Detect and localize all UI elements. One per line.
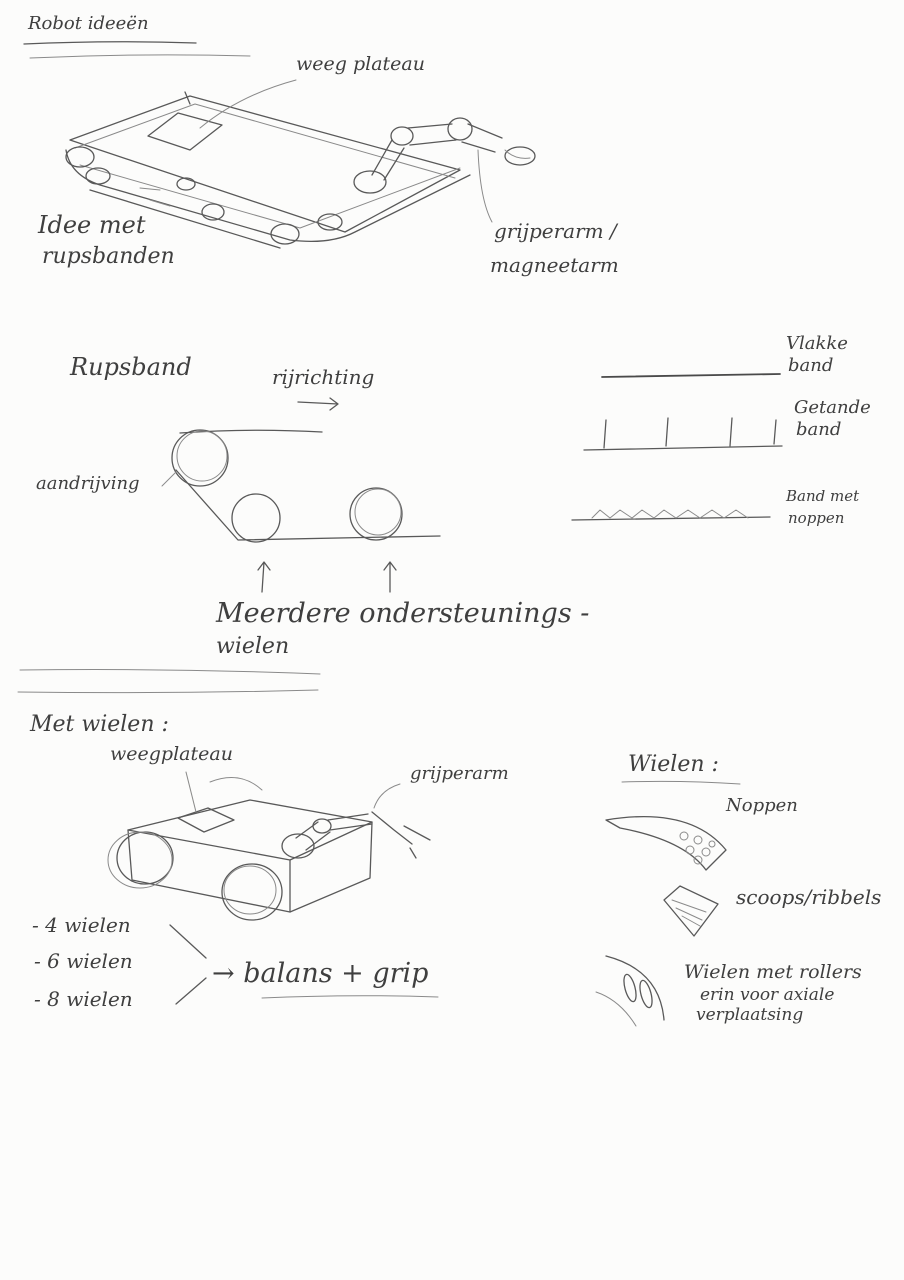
band-type-flat-line2: band: [788, 355, 834, 376]
band-studded-sketch: [571, 509, 771, 521]
tracked-robot-sketch: [65, 91, 536, 249]
label-gripper-arm-2: grijperarm: [410, 763, 509, 784]
label-support-wheels-line1: Meerdere ondersteunings -: [216, 598, 590, 629]
section-title-wheel-types: Wielen :: [628, 752, 719, 777]
band-type-toothed-line2: band: [796, 419, 842, 440]
band-flat-sketch: [601, 373, 781, 378]
roller-wheel-sketch: [595, 955, 665, 1027]
section-title-track: Rupsband: [70, 353, 192, 381]
label-weigh-plateau-2: weegplateau: [110, 743, 233, 765]
support-arrow-right: [383, 561, 397, 593]
page-title: Robot ideeën: [28, 13, 149, 34]
plateau-leader-line-2: [185, 771, 197, 813]
label-gripper-arm-line1: grijperarm /: [494, 219, 617, 243]
arm-leader-line: [477, 149, 493, 223]
arm-leader-line-2: [373, 783, 401, 809]
wheel-count-4: - 4 wielen: [32, 913, 131, 937]
band-type-studded-line1: Band met: [786, 487, 860, 505]
label-idea-tracks-line1: Idee met: [38, 211, 146, 239]
direction-arrow: [297, 397, 339, 411]
label-drive-wheel: aandrijving: [36, 473, 140, 494]
label-balance-grip: → balans + grip: [212, 958, 429, 989]
plateau-leader-line: [199, 79, 297, 129]
title-underline: [23, 41, 251, 59]
band-type-studded-line2: noppen: [788, 509, 845, 527]
wheels-title-underline: [621, 780, 741, 785]
band-toothed-sketch: [583, 417, 783, 451]
wheel-type-scoops: scoops/ribbels: [736, 885, 882, 909]
wheel-count-6: - 6 wielen: [34, 949, 133, 973]
wheel-type-studs: Noppen: [726, 795, 798, 816]
wheeled-robot-sketch: [107, 777, 431, 921]
track-side-view: [161, 397, 441, 593]
wheel-type-rollers-line2: erin voor axiale: [700, 985, 835, 1005]
scoop-wheel-sketch: [663, 885, 719, 937]
studded-wheel-sketch: [605, 815, 727, 871]
band-type-toothed-line1: Getande: [794, 397, 871, 418]
wheel-count-bracket: [169, 924, 207, 1005]
label-support-wheels-line2: wielen: [216, 634, 290, 659]
label-idea-tracks-line2: rupsbanden: [42, 244, 175, 269]
section-title-wheels-robot: Met wielen :: [30, 712, 169, 737]
result-underline: [261, 995, 439, 999]
support-arrow-left: [257, 561, 271, 593]
label-direction: rijrichting: [272, 365, 375, 389]
band-type-flat-line1: Vlakke: [786, 333, 848, 354]
wheel-type-rollers-line1: Wielen met rollers: [684, 961, 862, 983]
label-weigh-plateau: weeg plateau: [296, 53, 425, 75]
wheel-count-8: - 8 wielen: [34, 987, 133, 1011]
section-divider: [17, 669, 321, 694]
label-gripper-arm-line2: magneetarm: [490, 253, 619, 277]
wheel-type-rollers-line3: verplaatsing: [696, 1005, 804, 1025]
